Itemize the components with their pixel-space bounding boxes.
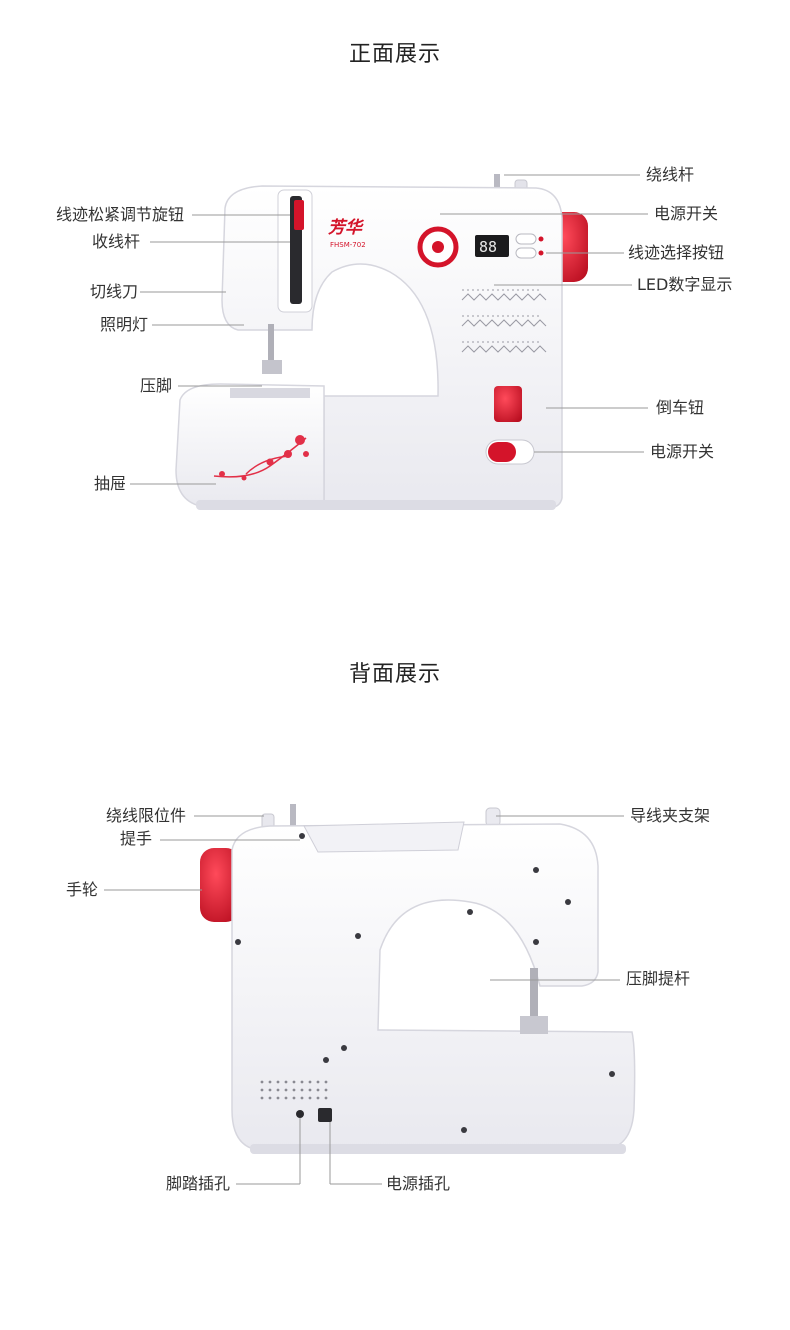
label-stitch-select: 线迹选择按钮 (628, 243, 725, 262)
machine-body-back (231, 823, 636, 1151)
label-winder-stop: 绕线限位件 (105, 806, 186, 825)
label-thread-cutter: 切线刀 (89, 282, 138, 301)
tension-dial (294, 200, 304, 230)
label-drawer: 抽屉 (93, 474, 126, 493)
stitch-select-button-down (515, 247, 537, 259)
machine-bed (175, 383, 325, 509)
power-jack (318, 1108, 332, 1122)
svg-text:88: 88 (479, 238, 497, 256)
front-section-title: 正面展示 (348, 42, 441, 67)
reverse-button (494, 386, 522, 422)
label-power-switch-top: 电源开关 (654, 204, 719, 223)
back-machine-illustration (104, 804, 636, 1185)
stitch-pattern-chart (461, 289, 547, 353)
label-handle: 提手 (119, 829, 152, 848)
handwheel-back (200, 848, 240, 922)
label-led-display: LED数字显示 (637, 275, 733, 294)
stitch-select-button-up (515, 233, 537, 245)
label-reverse-button: 倒车钮 (656, 398, 705, 417)
carry-handle (303, 821, 465, 853)
speaker-grille (260, 1080, 328, 1100)
label-thread-guide: 导线夹支架 (630, 806, 711, 825)
label-power-jack: 电源插孔 (386, 1174, 451, 1193)
label-take-up-lever: 收线杆 (91, 232, 140, 251)
model-number: FHSM-702 (330, 241, 366, 249)
label-bobbin-winder: 绕线杆 (646, 165, 695, 184)
label-presser-foot: 压脚 (139, 376, 172, 395)
brand-logo: 芳华 (328, 218, 365, 238)
label-light: 照明灯 (99, 315, 148, 334)
back-section-title: 背面展示 (348, 662, 441, 687)
front-machine-illustration: 芳华 FHSM-702 88 (130, 174, 648, 510)
label-presser-lifter: 压脚提杆 (626, 969, 691, 988)
label-handwheel: 手轮 (65, 880, 98, 899)
led-display (475, 235, 509, 257)
label-power-switch-bottom: 电源开关 (650, 442, 715, 461)
foot-pedal-jack (296, 1110, 304, 1118)
label-foot-pedal-jack: 脚踏插孔 (165, 1174, 230, 1193)
label-tension-dial: 线迹松紧调节旋钮 (55, 205, 184, 224)
